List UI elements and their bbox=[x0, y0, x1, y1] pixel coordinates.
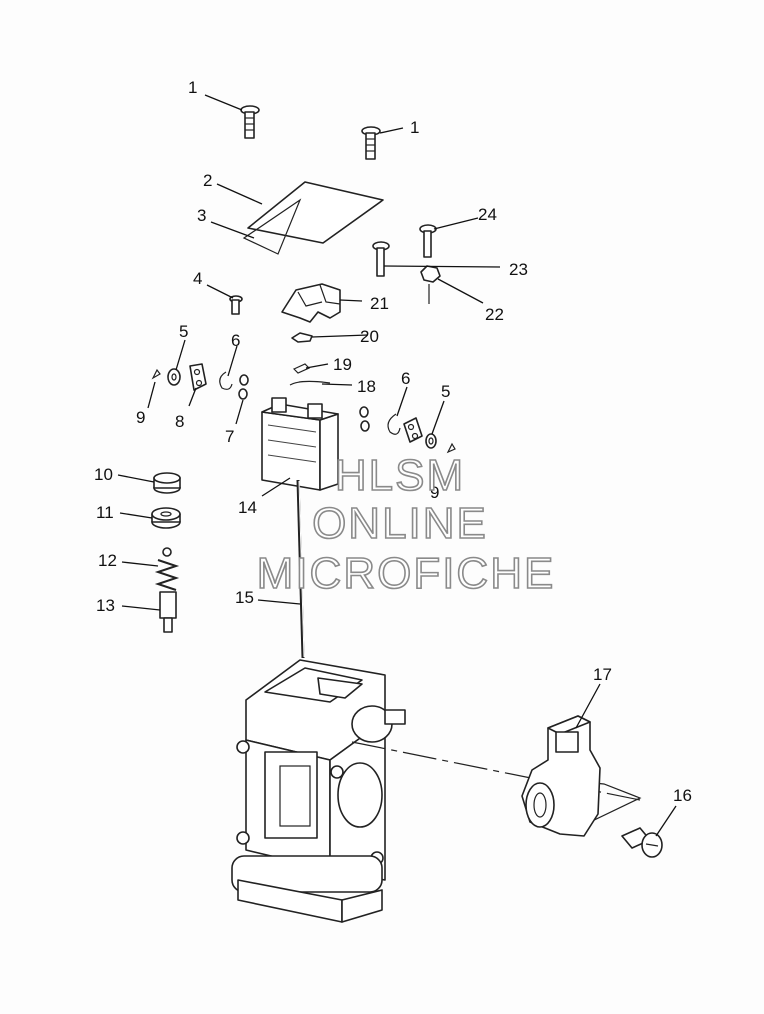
callout-16: 16 bbox=[673, 786, 692, 805]
watermark-line-1: HLSM bbox=[335, 451, 465, 500]
callout-1a: 1 bbox=[188, 78, 197, 97]
watermark-line-3: MICROFICHE bbox=[257, 549, 556, 598]
callout-4: 4 bbox=[193, 269, 202, 288]
callout-18: 18 bbox=[357, 377, 376, 396]
callout-2: 2 bbox=[203, 171, 212, 190]
part-18-spring-wire bbox=[289, 380, 331, 386]
callout-20: 20 bbox=[360, 327, 379, 346]
callout-14: 14 bbox=[238, 498, 257, 517]
callout-24: 24 bbox=[478, 205, 497, 224]
callout-leader-lines bbox=[117, 94, 677, 837]
part-10-cap bbox=[153, 472, 181, 494]
part-16-screw bbox=[621, 827, 663, 858]
part-5-washer-left bbox=[167, 368, 181, 386]
part-9-clip-left bbox=[151, 368, 161, 380]
carburetor-body bbox=[231, 659, 406, 923]
part-1-screw-right bbox=[361, 126, 381, 160]
watermark: HLSM ONLINE MICROFICHE bbox=[256, 450, 556, 599]
part-12-spring bbox=[154, 547, 180, 591]
part-8-link-left bbox=[189, 363, 207, 391]
callout-3: 3 bbox=[197, 206, 206, 225]
part-8-link-right bbox=[403, 417, 423, 443]
part-15-jet-needle bbox=[296, 479, 305, 659]
callout-13: 13 bbox=[96, 596, 115, 615]
callout-labels: 1 1 2 3 4 5 6 9 8 7 21 20 19 18 24 23 22… bbox=[94, 78, 692, 805]
callout-7: 7 bbox=[225, 427, 234, 446]
assembly-axis-dashed-line bbox=[351, 741, 641, 801]
part-21-bracket bbox=[281, 283, 341, 323]
callout-5b: 5 bbox=[441, 382, 450, 401]
part-7-bushings-right bbox=[359, 406, 370, 432]
part-3-gasket bbox=[242, 198, 302, 255]
part-5-washer-right bbox=[425, 433, 437, 449]
part-11-nut bbox=[151, 507, 181, 529]
callout-23: 23 bbox=[509, 260, 528, 279]
callout-6b: 6 bbox=[401, 369, 410, 388]
part-7-bushings-left bbox=[238, 374, 249, 400]
part-17-throttle-position-sensor bbox=[521, 715, 642, 837]
part-24-screw bbox=[419, 224, 437, 258]
callout-8: 8 bbox=[175, 412, 184, 431]
part-1-screw-left bbox=[240, 105, 260, 139]
callout-11: 11 bbox=[96, 503, 114, 522]
callout-10: 10 bbox=[94, 465, 113, 484]
part-9-clip-right bbox=[446, 442, 456, 454]
part-13-plunger bbox=[159, 591, 177, 633]
part-4-screw bbox=[229, 295, 243, 315]
part-23-screw bbox=[372, 241, 390, 277]
part-20-clip bbox=[291, 332, 313, 343]
callout-1b: 1 bbox=[410, 118, 419, 137]
callout-21: 21 bbox=[370, 294, 389, 313]
part-14-throttle-slide bbox=[261, 397, 339, 491]
watermark-line-2: ONLINE bbox=[312, 499, 488, 548]
part-6-clip-right bbox=[387, 413, 401, 435]
callout-9b: 9 bbox=[430, 483, 439, 502]
callout-12: 12 bbox=[98, 551, 117, 570]
callout-9a: 9 bbox=[136, 408, 145, 427]
part-6-clip-left bbox=[219, 371, 233, 390]
part-22-nut bbox=[420, 265, 441, 304]
callout-15: 15 bbox=[235, 588, 254, 607]
callout-17: 17 bbox=[593, 665, 612, 684]
part-2-cover-plate bbox=[247, 181, 384, 244]
callout-6a: 6 bbox=[231, 331, 240, 350]
callout-19: 19 bbox=[333, 355, 352, 374]
callout-22: 22 bbox=[485, 305, 504, 324]
callout-5a: 5 bbox=[179, 322, 188, 341]
